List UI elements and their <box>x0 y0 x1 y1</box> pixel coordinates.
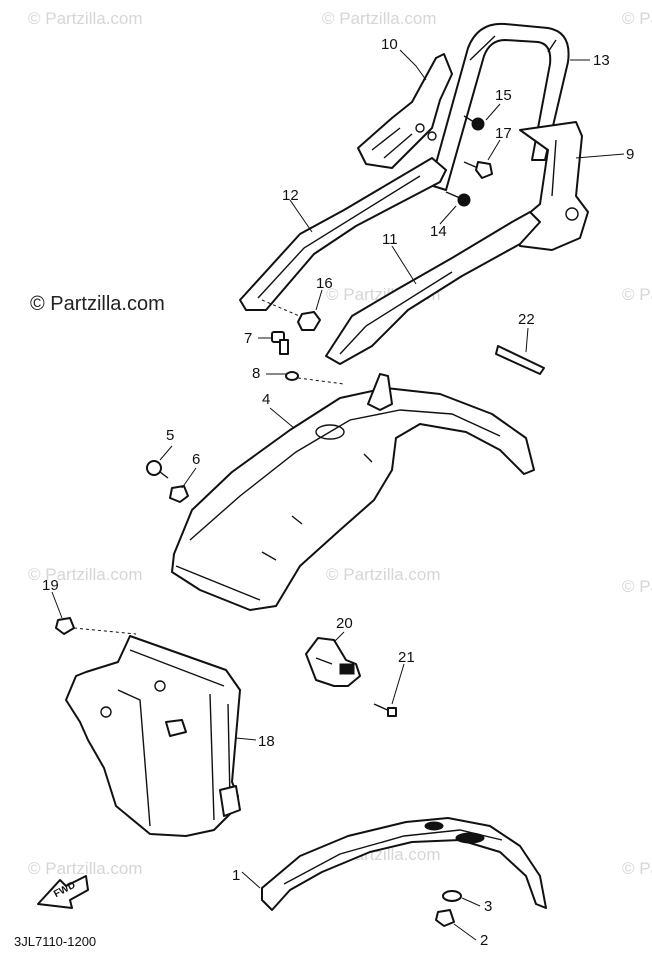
callout-10: 10 <box>381 36 398 53</box>
callout-8: 8 <box>252 365 260 382</box>
part-20-bracket <box>305 637 361 687</box>
callout-14: 14 <box>430 223 447 240</box>
callout-6: 6 <box>192 451 200 468</box>
watermark-top-right: © Partzilla.com <box>622 9 652 28</box>
part-22-emblem <box>495 345 545 375</box>
part-7-bolt <box>271 331 289 355</box>
part-14-bolt <box>445 191 471 207</box>
part-3-clip <box>442 890 462 902</box>
watermark-top-left: © Partzilla.com <box>28 9 143 28</box>
watermark-bottom-left: © Partzilla.com <box>28 859 143 878</box>
callout-5: 5 <box>166 427 174 444</box>
watermark-lower-center: © Partzilla.com <box>326 565 441 584</box>
part-18-mudguard <box>65 635 241 837</box>
leader-lines <box>51 49 625 941</box>
callout-15: 15 <box>495 87 512 104</box>
watermark-top-center: © Partzilla.com <box>322 9 437 28</box>
callout-3: 3 <box>484 898 492 915</box>
part-16-nut <box>261 299 321 331</box>
part-8-collar <box>285 371 345 385</box>
part-10-bracket <box>357 53 453 169</box>
part-12-side-rail <box>239 157 447 311</box>
callout-18: 18 <box>258 733 275 750</box>
part-19-bolt <box>55 617 137 635</box>
callout-2: 2 <box>480 932 488 949</box>
part-15-bolt <box>463 115 485 131</box>
watermark-bottom-right: © Partzilla.com <box>622 859 652 878</box>
callout-17: 17 <box>495 125 512 142</box>
callout-16: 16 <box>316 275 333 292</box>
diagram-code: 3JL7110-1200 <box>14 934 96 949</box>
part-1-front-fender <box>261 817 547 911</box>
fwd-arrow: FWD <box>37 875 89 909</box>
part-4-rear-fender <box>171 373 535 611</box>
callout-19: 19 <box>42 577 59 594</box>
watermark-lower-right: © Partzilla.com <box>622 577 652 596</box>
part-17-bolt <box>463 161 493 179</box>
part-2-bolt <box>435 909 455 927</box>
part-21-bolt <box>373 703 397 717</box>
callout-9: 9 <box>626 146 634 163</box>
callout-4: 4 <box>262 391 270 408</box>
part-6-nut <box>169 485 189 503</box>
part-5-bolt <box>146 460 169 479</box>
hardware <box>55 115 493 927</box>
callout-numbers: 10 13 9 15 17 14 12 11 16 7 8 4 5 6 19 1… <box>42 36 634 949</box>
callout-11: 11 <box>382 231 398 248</box>
callout-7: 7 <box>244 330 252 347</box>
callout-1: 1 <box>232 867 240 884</box>
callout-13: 13 <box>593 52 610 69</box>
watermarks: © Partzilla.com © Partzilla.com © Partzi… <box>28 9 652 878</box>
watermark-lower-left: © Partzilla.com <box>28 565 143 584</box>
part-11-side-rail <box>325 211 541 365</box>
callout-20: 20 <box>336 615 353 632</box>
watermark-brand: © Partzilla.com <box>30 293 165 315</box>
part-13-grab-bar <box>429 22 570 191</box>
callout-12: 12 <box>282 187 299 204</box>
callout-22: 22 <box>518 311 535 328</box>
callout-21: 21 <box>398 649 415 666</box>
watermark-mid-right: © Partzilla.com <box>622 285 652 304</box>
